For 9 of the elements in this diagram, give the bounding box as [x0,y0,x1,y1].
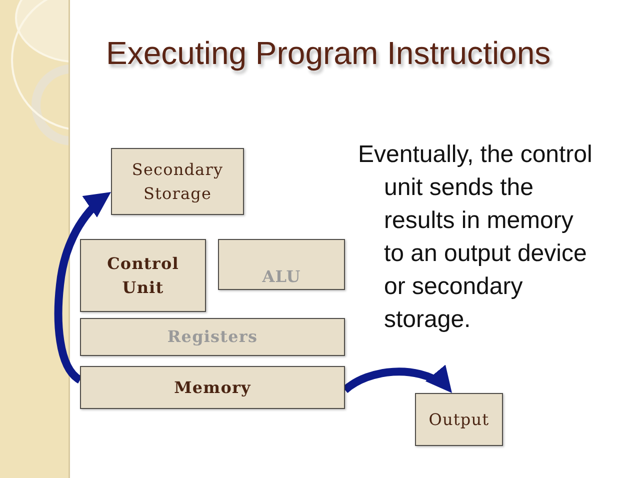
curved-arrow [342,365,455,396]
slide-title: Executing Program Instructions [106,35,551,72]
component-box: Registers [80,318,345,356]
component-box: ALU [218,239,345,290]
description-text: Eventually, the control unit sends the results in memory to an output device or secondary storage. [358,140,594,335]
component-box: Output [415,393,503,446]
component-box: Memory [80,366,345,409]
component-box: Control Unit [80,239,206,312]
component-box: Secondary Storage [111,148,244,215]
